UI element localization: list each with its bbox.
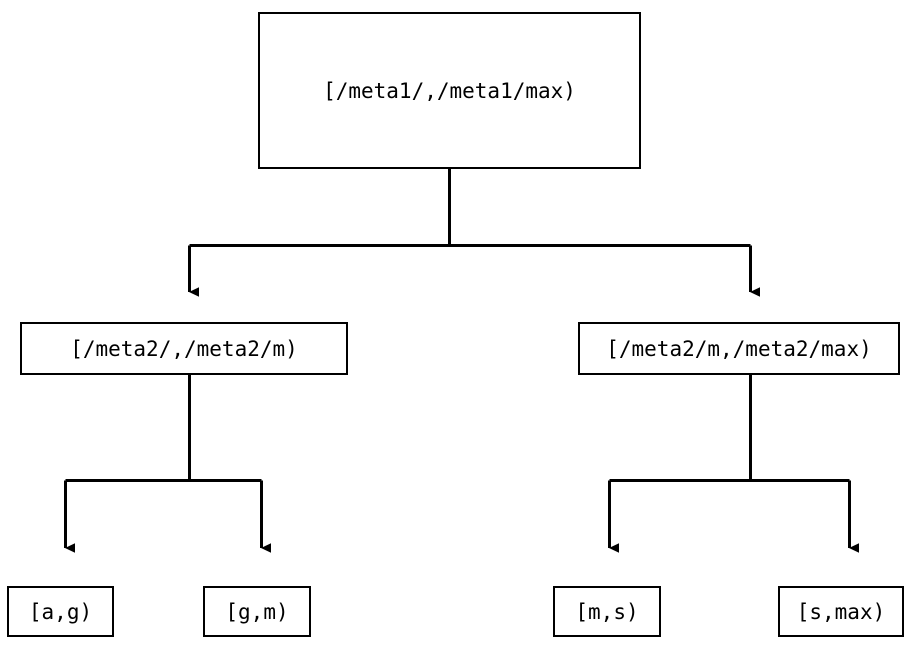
edge-midright-to-leaves [608, 375, 859, 553]
edge-root-to-level1 [188, 169, 760, 297]
node-mid-left[interactable]: [/meta2/,/meta2/m) [20, 322, 348, 375]
node-leaf-3[interactable]: [s,max) [778, 586, 904, 637]
node-leaf-2[interactable]: [m,s) [553, 586, 661, 637]
node-root[interactable]: [/meta1/,/meta1/max) [258, 12, 641, 169]
node-mid-right[interactable]: [/meta2/m,/meta2/max) [578, 322, 900, 375]
node-leaf-0[interactable]: [a,g) [7, 586, 114, 637]
edge-midleft-to-leaves [64, 375, 271, 553]
node-leaf-1[interactable]: [g,m) [203, 586, 311, 637]
